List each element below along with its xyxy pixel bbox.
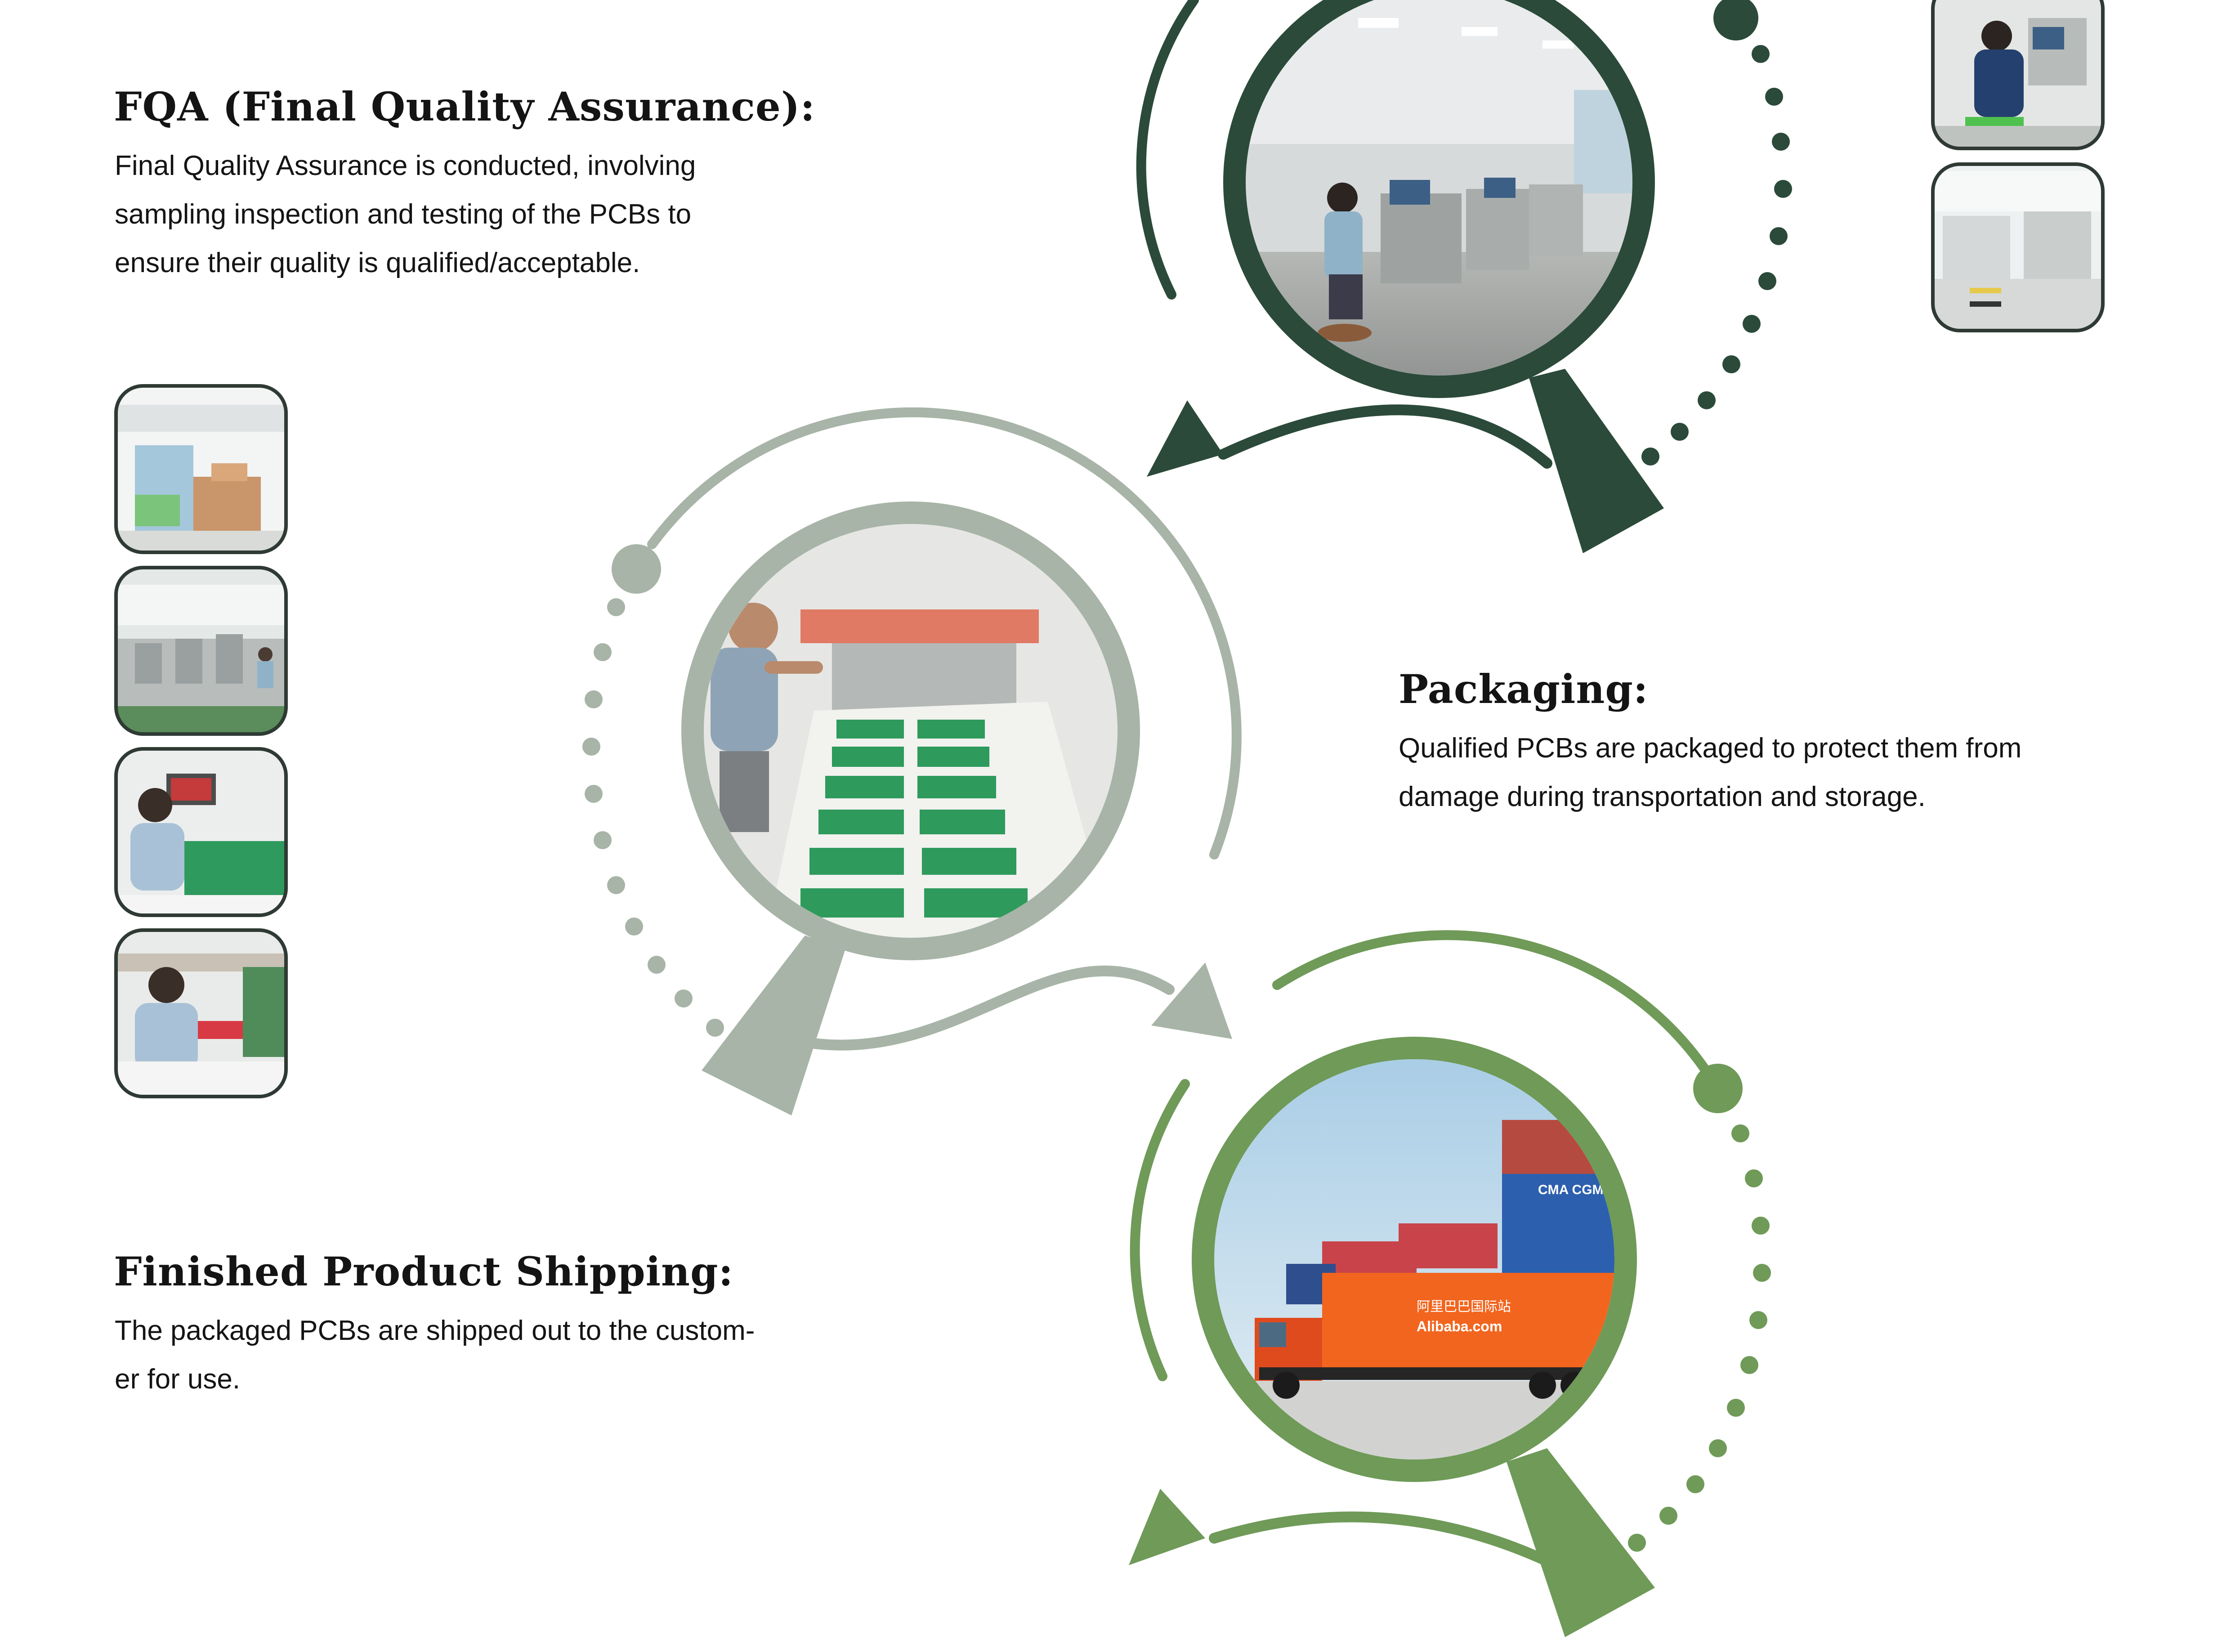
fqa-factory-photo [1246,0,1632,376]
shipping-curved-arrow-icon [1209,1511,1570,1575]
fqa-title: FQA (Final Quality Assurance): [114,83,815,130]
shipping-title: Finished Product Shipping: [114,1248,734,1295]
thumbnail-testing-station-photo [1931,0,2105,150]
fqa-description: Final Quality Assurance is conducted, in… [115,142,834,287]
thumbnail-assembly-photo [114,928,288,1098]
shipping-dotted-arc [1628,1064,1771,1552]
fqa-handle [1529,369,1664,553]
packaging-line-photo [704,524,1118,938]
left-thumbnail-column [114,384,288,1098]
fqa-outer-arc [1136,0,1199,300]
thumbnail-inspection-line-photo [114,566,288,736]
packaging-outer-arc [647,407,1242,860]
shipping-description-line: er for use. [115,1364,241,1395]
fqa-lens-ring [1223,0,1655,398]
fqa-description-line: Final Quality Assurance is conducted, in… [115,150,696,181]
packaging-description-line: Qualified PCBs are packaged to protect t… [1399,733,2022,764]
fqa-description-line: sampling inspection and testing of the P… [115,199,692,230]
shipping-description-line: The packaged PCBs are shipped out to the… [115,1315,755,1346]
packaging-description: Qualified PCBs are packaged to protect t… [1399,724,2163,821]
shipping-lens-ring [1192,1037,1637,1482]
right-thumbnail-column [1931,0,2105,332]
fqa-dotted-arc [1641,0,1792,466]
packaging-magnifier [582,407,1242,1115]
shipping-left-arc [1130,1079,1190,1381]
thumbnail-smt-line-photo [1931,162,2105,332]
fqa-description-line: ensure their quality is qualified/accept… [115,247,640,278]
shipping-magnifier: 阿里巴巴国际站 Alibaba.com CMA CGM [1129,930,1771,1637]
packaging-curved-arrow-icon [809,965,1175,1051]
shipping-description: The packaged PCBs are shipped out to the… [115,1307,843,1404]
truck-brand-en: Alibaba.com [1417,1318,1502,1334]
thumbnail-warehouse-photo [114,384,288,554]
packaging-dotted-arc [582,544,724,1037]
packaging-handle [702,936,845,1115]
packaging-title: Packaging: [1399,666,1649,712]
truck-brand-cn: 阿里巴巴国际站 [1417,1299,1511,1315]
container-brand: CMA CGM [1538,1182,1604,1197]
shipping-outer-arc [1272,930,1714,1080]
fqa-curved-arrow-icon [1218,404,1552,469]
shipping-handle [1507,1448,1655,1637]
packaging-lens-ring [681,501,1140,960]
thumbnail-operator-photo [114,747,288,917]
fqa-magnifier [1136,0,1792,553]
packaging-description-line: damage during transportation and storage… [1399,781,1926,812]
